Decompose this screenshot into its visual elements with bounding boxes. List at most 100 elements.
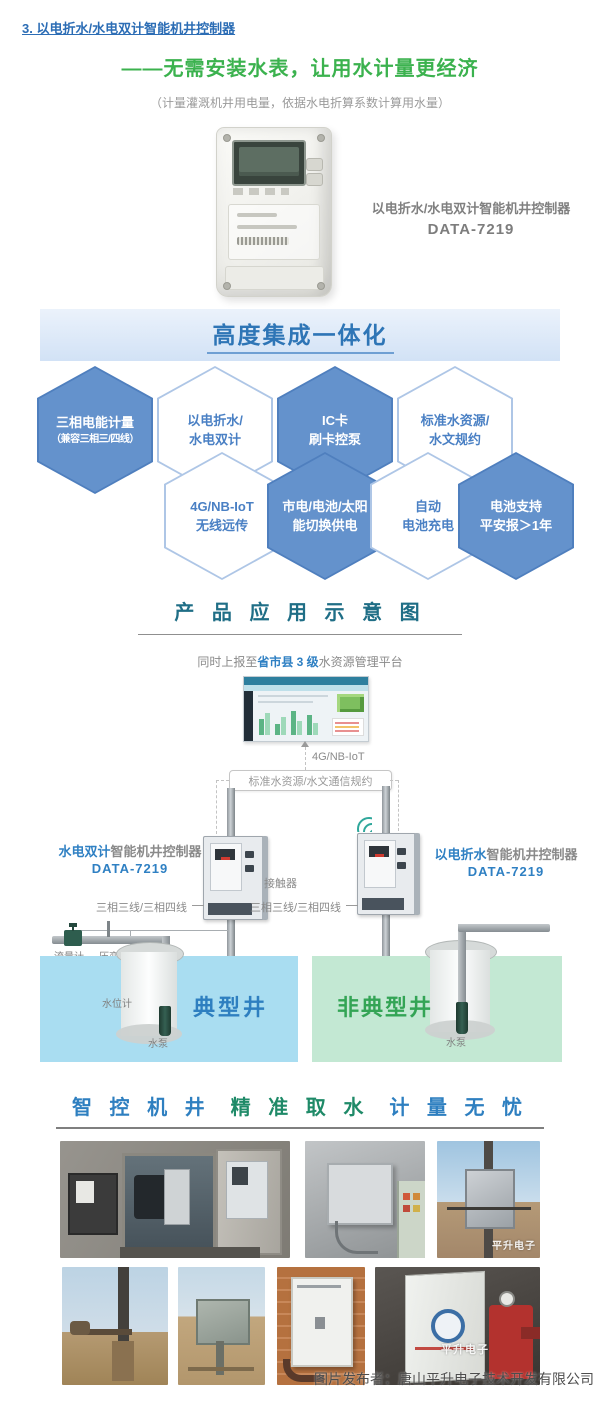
platform-screenshot	[243, 676, 369, 742]
pump-label-right: 水泵	[446, 1038, 466, 1049]
water-level-label: 水位计	[102, 999, 132, 1010]
device-name-highlight: 水电双计	[58, 844, 111, 859]
feature-hex-energy-metering: 三相电能计量（兼容三相三/四线）	[37, 366, 153, 494]
photo-shape	[413, 1205, 420, 1212]
pump-label-left: 水泵	[148, 1039, 168, 1050]
subnote-text: （计量灌溉机井用电量，依据水电折算系数计算用水量）	[149, 96, 450, 110]
photo-brick-wall-cabinet	[277, 1267, 365, 1385]
pump-left	[159, 1006, 171, 1036]
photo-shape	[74, 1329, 132, 1335]
photo-shape	[521, 1327, 540, 1339]
photo-cabinet-open-doors	[60, 1141, 290, 1258]
chart-bar	[307, 715, 312, 735]
meter-lcd-glass	[239, 147, 299, 176]
photo-shape	[221, 857, 230, 860]
photo-pump-room: 平升电子	[375, 1267, 540, 1385]
right-device-model: DATA-7219	[467, 864, 545, 879]
photo-shape	[335, 726, 359, 728]
hex-label: 水电双计	[188, 432, 241, 447]
photo-shape	[403, 1193, 410, 1200]
screw	[317, 134, 325, 142]
hex-label: 电池充电	[401, 518, 454, 533]
photo-shape	[375, 854, 384, 857]
flow-meter	[64, 923, 82, 946]
application-heading: 产 品 应 用 示 意 图	[138, 596, 462, 635]
hex-label: 平安报＞1年	[479, 518, 553, 533]
meter-nameplate	[228, 204, 320, 260]
photo-shape	[415, 1347, 473, 1350]
left-device-name: 水电双计智能机井控制器	[50, 841, 210, 860]
photo-shape	[327, 1163, 393, 1225]
gallery-heading-part: 智 控 机 井	[71, 1097, 211, 1119]
screw	[317, 282, 325, 290]
photo-shape	[465, 1169, 515, 1229]
typical-well-label: 典型井	[193, 995, 269, 1020]
photo-shape	[164, 1169, 190, 1225]
hex-label: 水文规约	[428, 432, 481, 447]
platform-sidebar	[244, 691, 253, 741]
caption-prefix: 同时上报至	[197, 655, 258, 669]
terminal-strip	[362, 898, 404, 910]
chart-bar	[313, 723, 318, 735]
banner-title: 高度集成一体化	[206, 316, 394, 354]
photo-shape	[216, 1341, 224, 1375]
photo-shape	[237, 213, 277, 217]
photo-shape	[413, 1193, 420, 1200]
caption-highlight: 省市县 3 级	[257, 655, 319, 669]
photo-shape	[120, 1247, 260, 1258]
controller-button	[245, 851, 254, 858]
section-banner: 高度集成一体化	[40, 309, 560, 361]
chart-bar	[291, 711, 296, 735]
chart-bar	[275, 724, 280, 735]
controller-left	[203, 836, 268, 920]
photo-shape	[232, 1167, 248, 1185]
photo-shape	[196, 1299, 250, 1345]
gallery-heading: 智 控 机 井精 准 取 水计 量 无 忧	[55, 1091, 544, 1129]
dashed-line	[305, 747, 306, 770]
pump-right	[456, 1002, 468, 1034]
gallery-heading-part: 计 量 无 忧	[389, 1097, 528, 1119]
hex-label: 刷卡控泵	[308, 432, 361, 447]
section-title-link[interactable]: 3. 以电折水/水电双计智能机井控制器	[22, 21, 236, 36]
wifi-icon	[352, 812, 372, 832]
atypical-well-label: 非典型井	[337, 995, 434, 1020]
photo-shape	[335, 730, 359, 732]
device-name-rest: 智能机井控制器	[486, 847, 578, 862]
wifi-arc	[357, 817, 372, 832]
contactor-label: 接触器	[264, 878, 297, 890]
controller-button	[245, 865, 254, 872]
screw	[223, 134, 231, 142]
sensor-cable	[78, 930, 228, 931]
hex-label: 市电/电池/太阳	[282, 498, 368, 514]
photo-shape	[118, 1267, 129, 1345]
meter-lcd	[232, 140, 306, 186]
photo-shape	[76, 1181, 94, 1203]
up-arrow-icon	[301, 741, 309, 747]
lead-line	[346, 905, 358, 906]
hex-label: IC卡	[321, 412, 348, 428]
photo-shape	[237, 225, 297, 229]
pipe	[458, 924, 550, 932]
gallery-heading-part: 精 准 取 水	[230, 1097, 370, 1119]
lead-line	[192, 905, 204, 906]
photo-shape	[403, 1205, 410, 1212]
photo-shape	[447, 1207, 531, 1210]
controller-panel	[210, 843, 242, 891]
footer-credit: 图片发布者：唐山平升电子技术开发有限公司	[314, 1371, 594, 1387]
platform-table	[332, 718, 364, 736]
photo-shape	[283, 1359, 324, 1382]
photo-shape	[397, 1181, 425, 1258]
platform-header	[244, 677, 368, 685]
terminal-strip	[208, 903, 252, 915]
meter-button	[306, 173, 323, 186]
slogan-heading: ——无需安装水表，让用水计量更经济	[121, 58, 479, 80]
photo-shape	[297, 1285, 341, 1288]
application-heading-wrap: 产 品 应 用 示 意 图	[0, 596, 600, 635]
hex-label: 无线远传	[195, 518, 248, 533]
hex-label: 自动	[414, 498, 441, 514]
hex-label: 三相电能计量	[55, 414, 134, 430]
screw	[223, 282, 231, 290]
photo-shape	[335, 722, 359, 724]
pressure-transmitter	[107, 921, 110, 937]
